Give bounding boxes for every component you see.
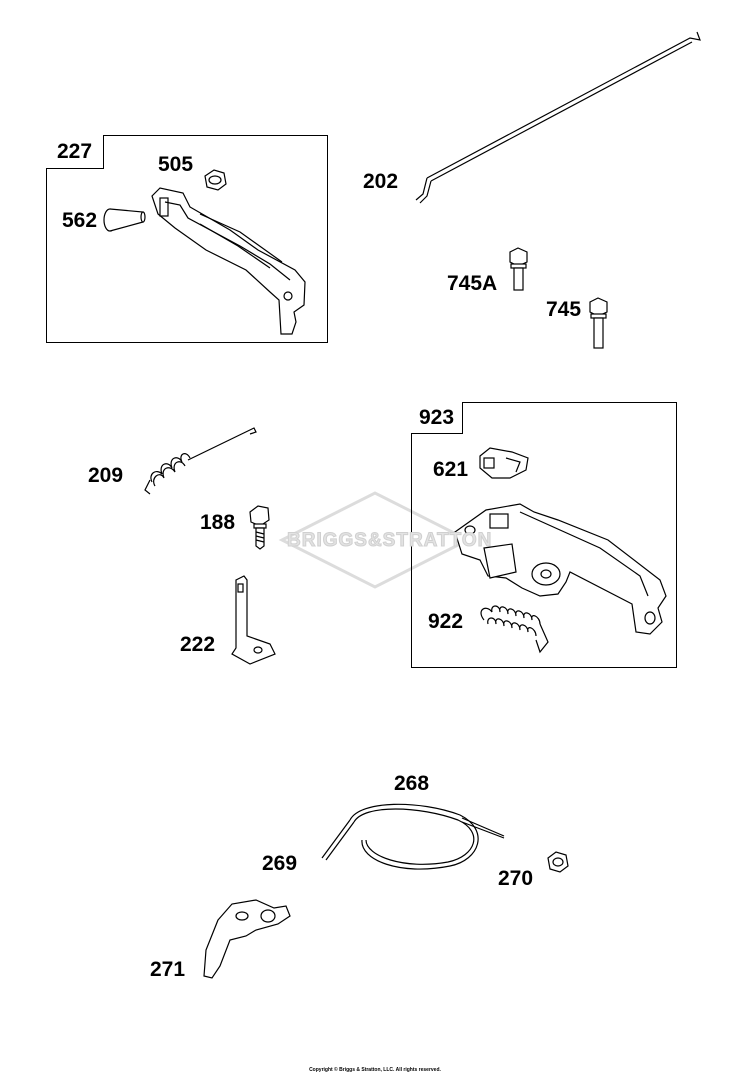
kit-227-box — [46, 135, 328, 343]
part-label-922[interactable]: 922 — [428, 610, 464, 633]
part-label-745a[interactable]: 745A — [447, 272, 498, 295]
part-label-270[interactable]: 270 — [498, 867, 534, 890]
spring-922 — [480, 605, 549, 654]
kit-923-tag: 923 — [411, 402, 463, 434]
pin-562 — [103, 208, 146, 232]
part-label-269[interactable]: 269 — [262, 852, 298, 875]
spring-209 — [144, 427, 257, 495]
bolt-188 — [249, 505, 270, 550]
part-label-621[interactable]: 621 — [433, 458, 469, 481]
kit-923-box — [411, 402, 677, 668]
lever-227 — [151, 187, 306, 335]
part-label-209[interactable]: 209 — [88, 464, 124, 487]
nut-270 — [547, 851, 569, 873]
part-label-562[interactable]: 562 — [62, 209, 98, 232]
screw-745 — [589, 297, 608, 349]
part-label-271[interactable]: 271 — [150, 958, 186, 981]
clip-621 — [479, 447, 529, 479]
copyright-notice: Copyright © Briggs & Stratton, LLC. All … — [309, 1067, 441, 1073]
governor-control-923 — [454, 503, 667, 635]
part-label-202[interactable]: 202 — [363, 170, 399, 193]
rod-202 — [415, 31, 701, 204]
part-label-188[interactable]: 188 — [200, 511, 236, 534]
cable-268 — [321, 803, 505, 870]
nut-505 — [204, 169, 227, 191]
bracket-271 — [203, 899, 291, 979]
part-label-222[interactable]: 222 — [180, 633, 216, 656]
screw-745a — [509, 247, 528, 291]
part-label-745[interactable]: 745 — [546, 298, 582, 321]
watermark-text: BRIGGS&STRATTON — [286, 530, 493, 552]
part-label-268[interactable]: 268 — [394, 772, 430, 795]
kit-227-tag: 227 — [46, 135, 104, 169]
part-label-505[interactable]: 505 — [158, 153, 194, 176]
bracket-222 — [231, 575, 276, 665]
